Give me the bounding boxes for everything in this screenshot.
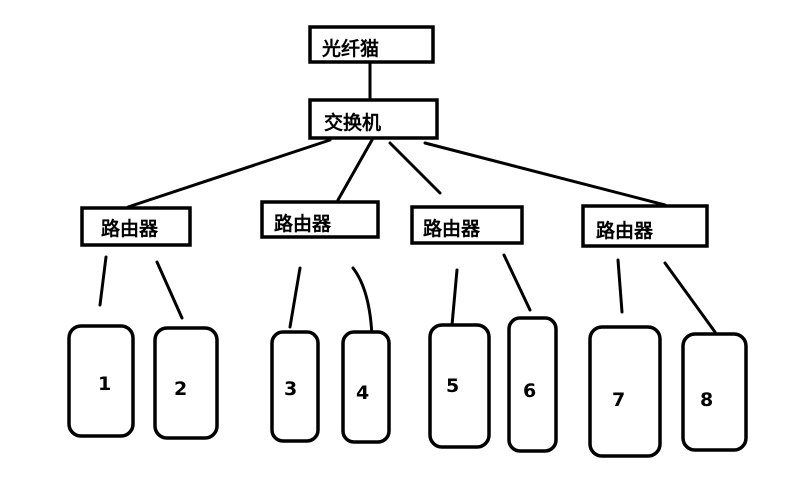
modem-box (308, 25, 435, 64)
device-label: 7 (612, 389, 625, 411)
router-2-to-device-4-line (351, 266, 374, 339)
modem-node: 光纤猫 (308, 25, 435, 64)
device-node-1: 1 (67, 324, 135, 438)
device-node-5: 5 (428, 323, 491, 449)
modem-label: 光纤猫 (321, 37, 379, 60)
device-node-6: 6 (507, 316, 558, 453)
device-box (67, 324, 135, 438)
router-node-3: 路由器 (410, 205, 524, 245)
router-1-to-device-1-line (98, 255, 108, 307)
switch-node: 交换机 (308, 98, 439, 140)
device-node-3: 3 (270, 330, 320, 443)
device-box (507, 316, 558, 453)
device-label: 6 (523, 380, 536, 402)
device-label: 5 (446, 375, 459, 397)
router-label: 路由器 (596, 219, 654, 242)
router-3-to-device-6-line (502, 253, 532, 312)
router-label: 路由器 (101, 217, 159, 240)
device-box (588, 325, 662, 458)
device-label: 4 (356, 382, 369, 404)
router-node-2: 路由器 (260, 200, 380, 239)
router-box (260, 200, 380, 239)
device-label: 8 (700, 389, 713, 411)
switch-to-router-3-line (388, 141, 442, 195)
router-node-1: 路由器 (80, 206, 192, 247)
device-box (153, 326, 219, 440)
connectors (98, 60, 717, 339)
device-label: 2 (174, 378, 187, 400)
router-2-to-device-3-line (288, 266, 302, 329)
device-node-8: 8 (681, 332, 748, 452)
router-box (410, 205, 524, 245)
router-box (80, 206, 192, 247)
switch-box (308, 98, 439, 140)
device-node-7: 7 (588, 325, 662, 458)
device-box (681, 332, 748, 452)
router-label: 路由器 (274, 212, 332, 235)
device-label: 3 (284, 378, 297, 400)
device-label: 1 (98, 373, 111, 395)
switch-to-router-1-line (126, 138, 332, 209)
router-4-to-device-7-line (616, 258, 624, 314)
router-3-to-device-5-line (450, 268, 459, 327)
router-box (581, 204, 709, 248)
switch-label: 交换机 (324, 111, 381, 134)
router-node-4: 路由器 (581, 204, 709, 248)
router-4-to-device-8-line (663, 261, 717, 334)
device-box (341, 330, 391, 444)
router-label: 路由器 (423, 217, 481, 240)
device-box (428, 323, 491, 449)
device-box (270, 330, 320, 443)
router-1-to-device-2-line (155, 260, 184, 320)
device-node-4: 4 (341, 330, 391, 444)
switch-to-router-2-line (336, 138, 374, 202)
switch-to-router-4-line (423, 141, 667, 207)
device-node-2: 2 (153, 326, 219, 440)
